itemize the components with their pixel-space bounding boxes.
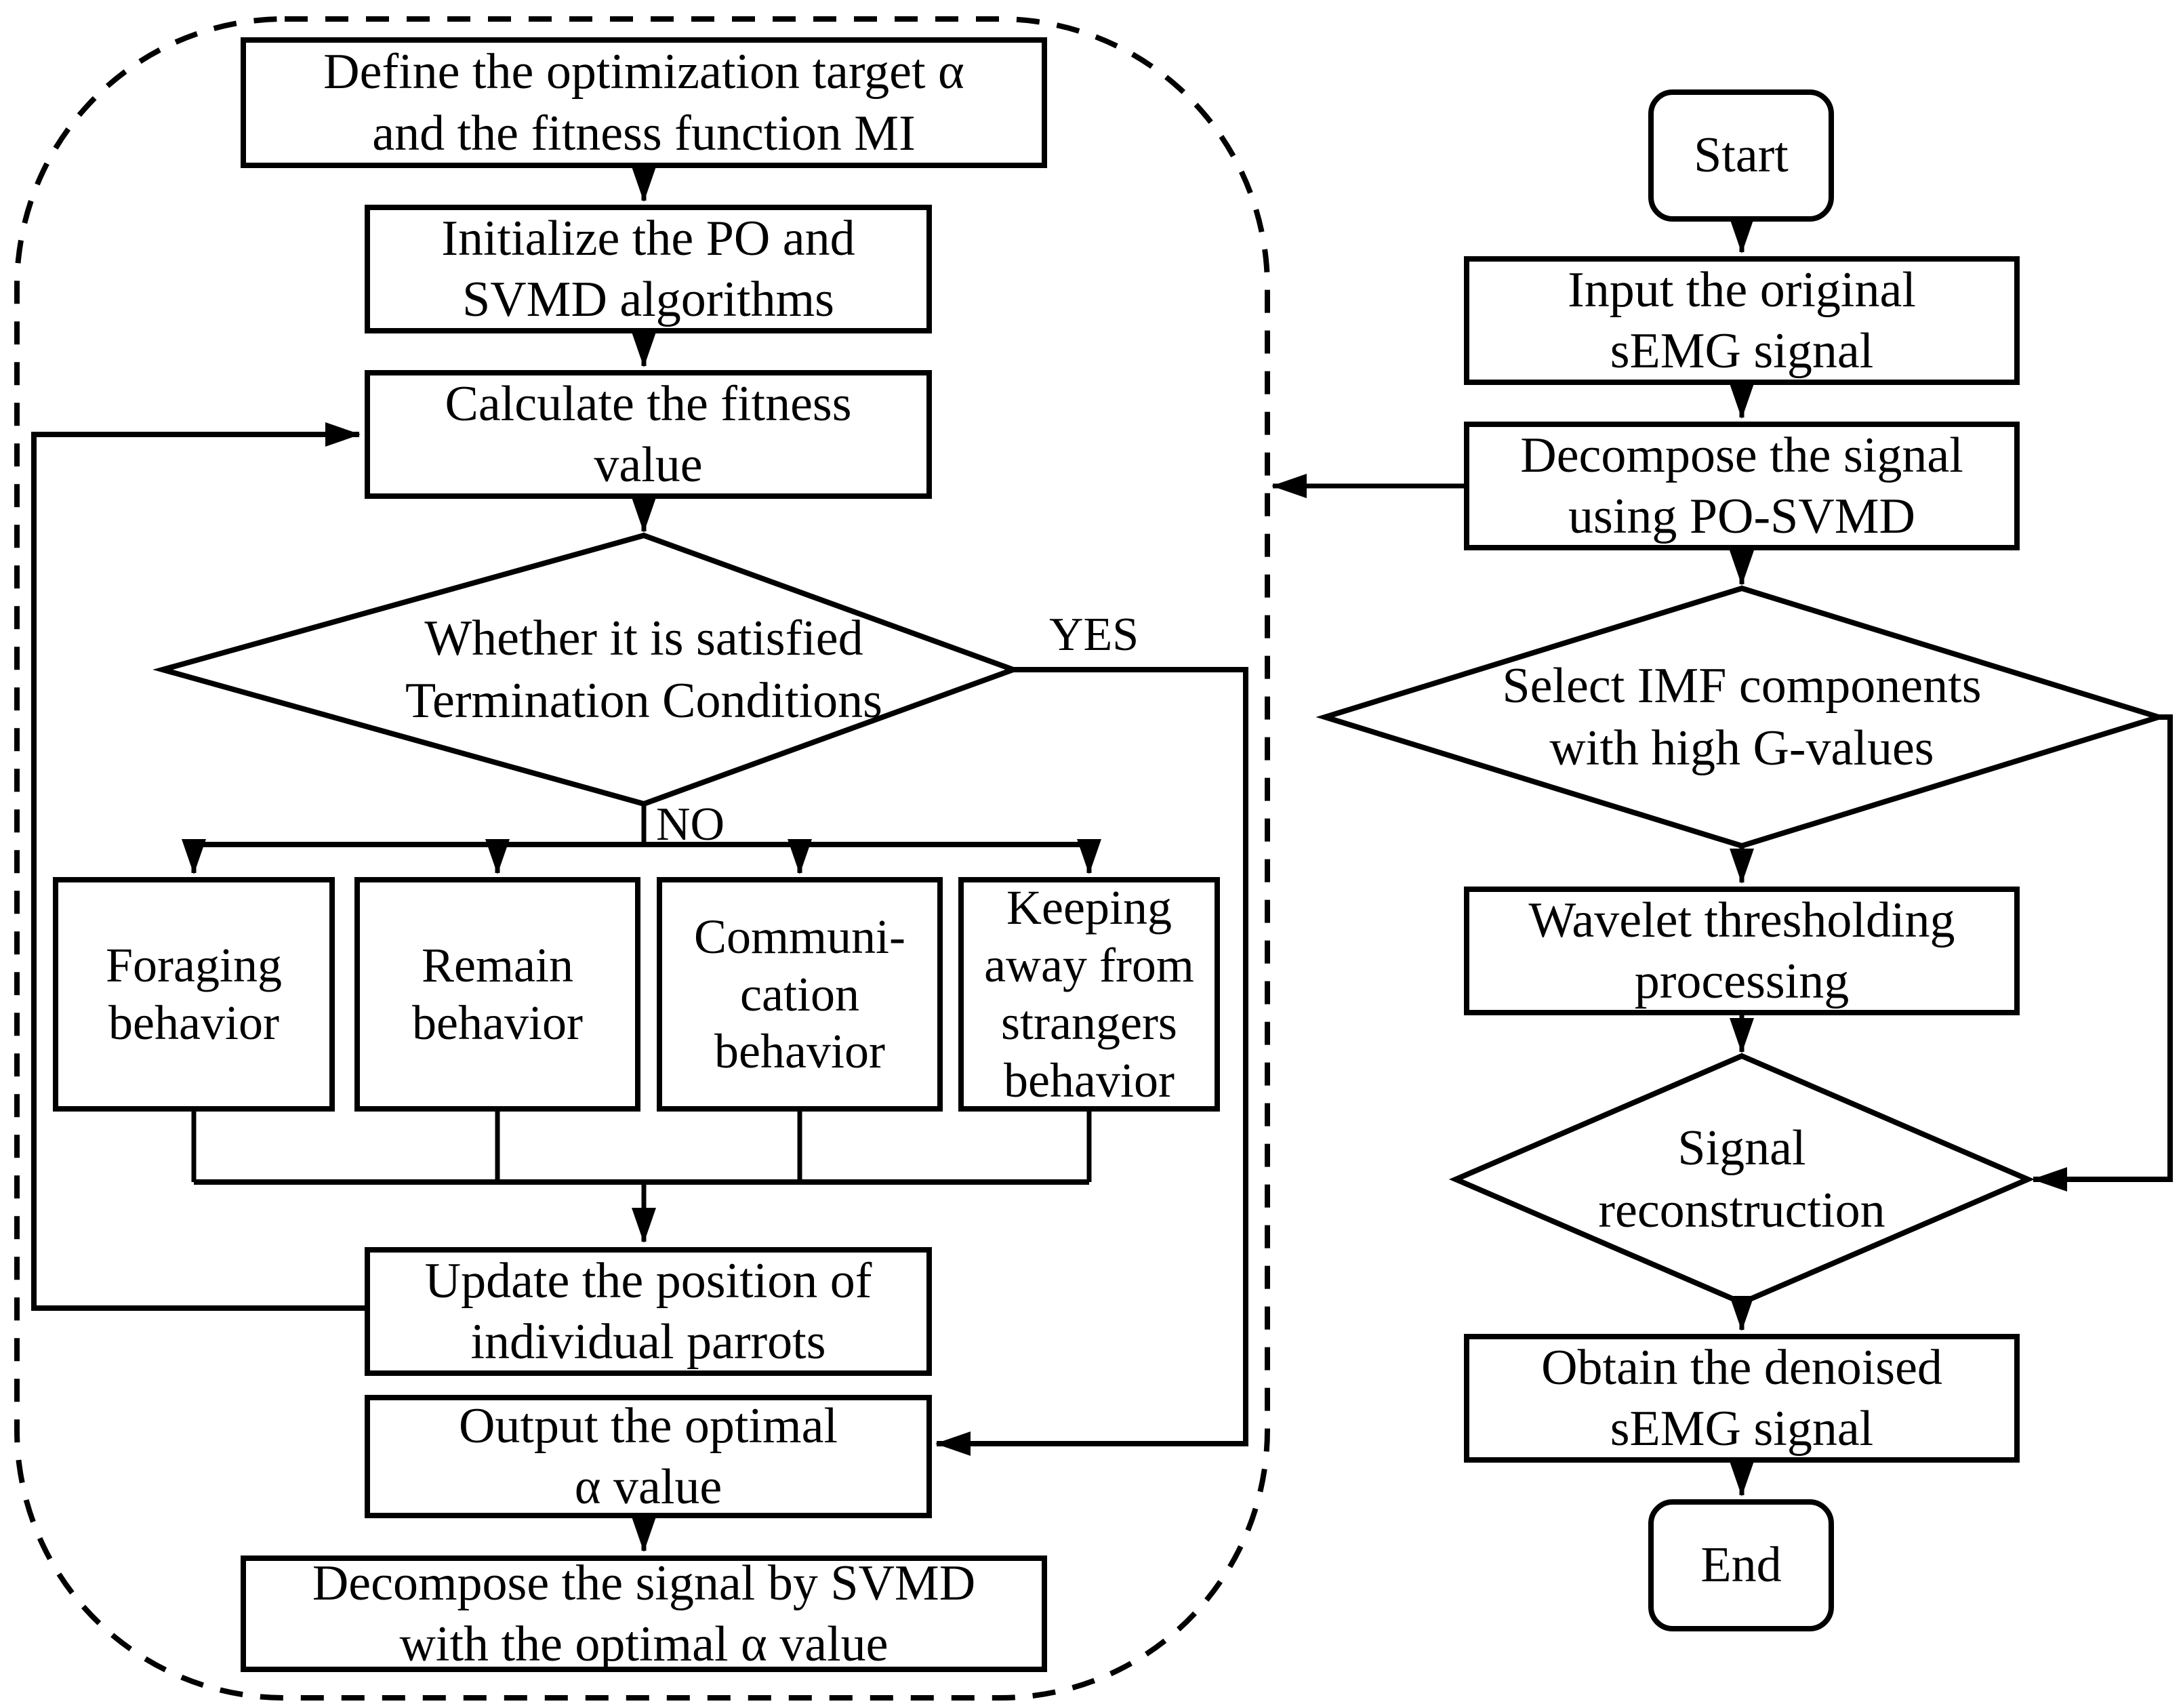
wavelet-box: Wavelet thresholding processing bbox=[1464, 887, 2020, 1015]
path-select-imf-to-reconstruction bbox=[2032, 714, 2173, 1192]
output-optimal-box: Output the optimal α value bbox=[365, 1395, 932, 1518]
keeping-away-behavior-box: Keeping away from strangers behavior bbox=[958, 877, 1220, 1112]
start-terminal: Start bbox=[1648, 89, 1834, 222]
no-branch-label: NO bbox=[656, 798, 725, 851]
define-target-box: Define the optimization target α and the… bbox=[241, 37, 1047, 168]
end-terminal: End bbox=[1648, 1499, 1834, 1631]
yes-branch-label: YES bbox=[1049, 609, 1139, 661]
remain-behavior-box: Remain behavior bbox=[354, 877, 640, 1112]
initialize-box: Initialize the PO and SVMD algorithms bbox=[365, 205, 932, 333]
input-signal-box: Input the original sEMG signal bbox=[1464, 256, 2020, 385]
loop-update-to-calculate bbox=[31, 422, 365, 1311]
termination-diamond-label: Whether it is satisfied Termination Cond… bbox=[405, 610, 882, 729]
communication-behavior-box: Communi- cation behavior bbox=[657, 877, 943, 1112]
yes-path-to-output bbox=[935, 667, 1248, 1456]
foraging-behavior-box: Foraging behavior bbox=[53, 877, 335, 1112]
optimizer-dashed-boundary bbox=[14, 16, 1270, 1701]
select-imf-diamond-label: Select IMF components with high G-values bbox=[1502, 657, 1982, 777]
decompose-posvmd-box: Decompose the signal using PO-SVMD bbox=[1464, 422, 2020, 550]
obtain-denoised-box: Obtain the denoised sEMG signal bbox=[1464, 1334, 2020, 1463]
calculate-fitness-box: Calculate the fitness value bbox=[365, 370, 932, 499]
decompose-final-box: Decompose the signal by SVMD with the op… bbox=[241, 1556, 1047, 1672]
update-position-box: Update the position of individual parrot… bbox=[365, 1247, 932, 1376]
reconstruction-diamond-label: Signal reconstruction bbox=[1598, 1120, 1885, 1239]
